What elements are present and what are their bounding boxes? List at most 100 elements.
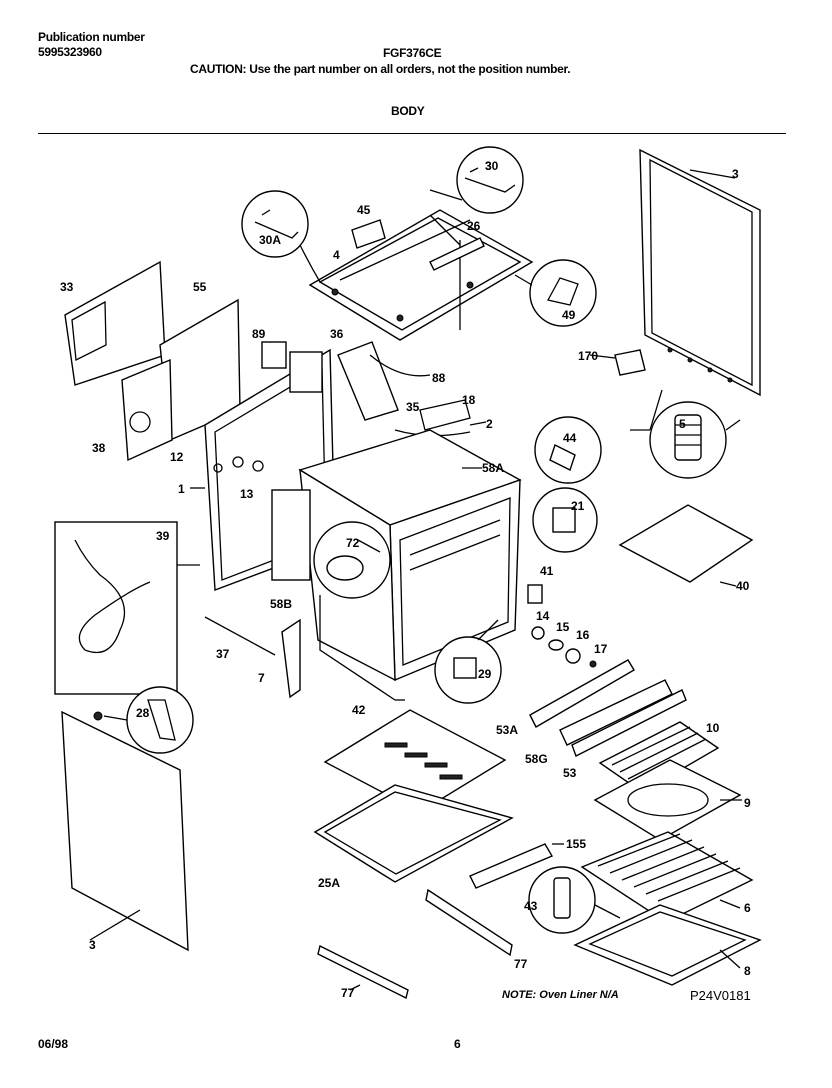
callout-label: 26 [467, 219, 481, 233]
callout-label: 14 [536, 609, 550, 623]
callout-label: 77 [341, 986, 355, 1000]
callout-label: 49 [562, 308, 576, 322]
callout-label: 4 [333, 248, 340, 262]
valve-15-part [548, 639, 564, 651]
spreader-77-part [425, 888, 513, 957]
inset-5 [630, 389, 741, 479]
diagram-code: P24V0181 [690, 988, 751, 1003]
valve-16-part [565, 648, 581, 664]
side-panel-lower-part [61, 710, 189, 952]
callout-label: 12 [170, 450, 184, 464]
callout-label: 88 [432, 371, 446, 385]
liner-tray-8-part [573, 904, 762, 986]
callout-label: 8 [744, 964, 751, 978]
rail-53-part [571, 689, 687, 757]
inset-30 [429, 146, 524, 214]
inset-29 [434, 619, 502, 704]
callout-label: 42 [352, 703, 366, 717]
broiler-pan-9-part [593, 759, 742, 841]
callout-label: 35 [406, 400, 420, 414]
callout-label: 30A [259, 233, 281, 247]
callout-label: 5 [679, 417, 686, 431]
bracket-18-part [419, 399, 471, 431]
clip-41-part [527, 584, 543, 604]
callout-label: 18 [462, 393, 476, 407]
model-number: FGF376CE [383, 46, 442, 60]
callout-label: 45 [357, 203, 371, 217]
callout-label: 28 [136, 706, 150, 720]
callout-label: 39 [156, 529, 170, 543]
callout-label: 3 [732, 167, 739, 181]
burner-box-part [289, 351, 323, 393]
rail-58g-part [559, 679, 673, 746]
page-number: 6 [454, 1037, 461, 1051]
rear-panel-33-part [64, 260, 166, 386]
oven-liner-note: NOTE: Oven Liner N/A [502, 989, 619, 1001]
cooktop-frame-part [308, 209, 534, 341]
inset-21 [532, 487, 598, 553]
callout-label: 16 [576, 628, 590, 642]
callout-label: 58B [270, 597, 292, 611]
callout-label: 1 [178, 482, 185, 496]
callout-label: 36 [330, 327, 344, 341]
caution-text: CAUTION: Use the part number on all orde… [190, 62, 571, 76]
callout-label: 89 [252, 327, 266, 341]
callout-label: 53 [563, 766, 577, 780]
callout-label: 30 [485, 159, 499, 173]
inset-28 [103, 686, 194, 754]
inset-72 [313, 521, 391, 599]
callout-label: 25A [318, 876, 340, 890]
callout-label: 9 [744, 796, 751, 810]
callout-label: 7 [258, 671, 265, 685]
inset-49 [514, 259, 597, 327]
kick-plate-77-part [317, 944, 409, 1000]
callout-label: 17 [594, 642, 608, 656]
callout-label: 41 [540, 564, 554, 578]
callout-label: 3 [89, 938, 96, 952]
broiler-guide-40-part [618, 504, 754, 583]
inset-43 [528, 866, 621, 934]
section-title: BODY [391, 104, 425, 118]
callout-label: 77 [514, 957, 528, 971]
callout-label: 21 [571, 499, 585, 513]
heat-shield-38-part [121, 358, 173, 462]
callout-label: 170 [578, 349, 598, 363]
bracket-45-part [351, 219, 386, 249]
leader-lines [89, 169, 742, 991]
publication-date: 06/98 [38, 1037, 69, 1051]
inset-39 [54, 521, 200, 695]
callout-label: 58G [525, 752, 548, 766]
callout-label: 43 [524, 899, 538, 913]
callout-labels: 3 3 30 45 26 30A 4 49 33 55 89 36 88 170… [60, 159, 751, 1000]
callout-label: 40 [736, 579, 750, 593]
callout-label: 55 [193, 280, 207, 294]
oven-rack-6-part [580, 831, 754, 923]
callout-label: 44 [563, 431, 577, 445]
side-panel-upper-part [639, 148, 761, 397]
frame-25a-part [313, 784, 514, 883]
screw-17-part [589, 660, 597, 668]
callout-label: 10 [706, 721, 720, 735]
callout-label: 15 [556, 620, 570, 634]
inset-44 [534, 416, 602, 484]
callout-label: 13 [240, 487, 254, 501]
publication-number-label: Publication number [38, 30, 145, 44]
leveler-bracket-part [614, 349, 646, 376]
callout-label: 38 [92, 441, 106, 455]
inset-30a [241, 190, 321, 283]
callout-label: 2 [486, 417, 493, 431]
callout-label: 53A [496, 723, 518, 737]
publication-number: 5995323960 [38, 45, 102, 59]
valve-14-part [531, 626, 545, 640]
bracket-26-part [429, 237, 485, 271]
duct-36-part [337, 341, 399, 421]
bracket-89-part [261, 341, 287, 369]
rail-53a-part [529, 659, 635, 728]
hinge-7-part [281, 618, 301, 699]
header-divider [38, 133, 786, 134]
callout-label: 72 [346, 536, 360, 550]
callout-label: 29 [478, 667, 492, 681]
callout-label: 155 [566, 837, 586, 851]
callout-label: 33 [60, 280, 74, 294]
